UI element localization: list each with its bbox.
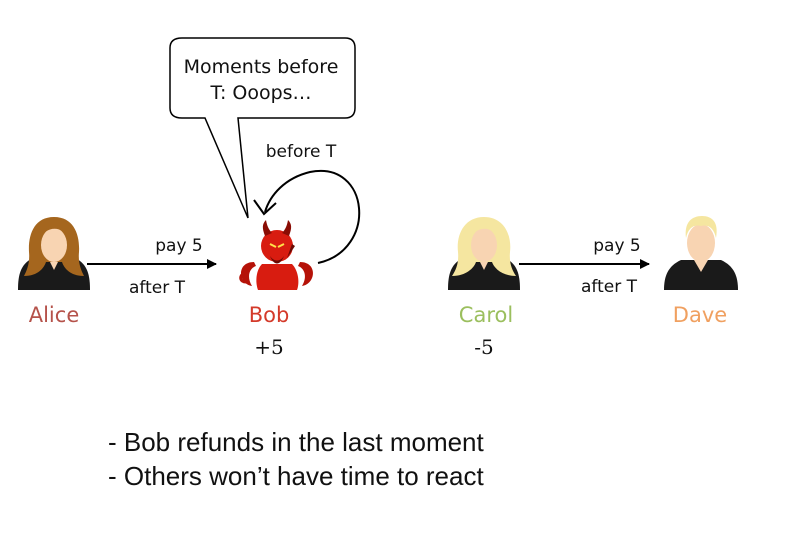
person-dave: Dave [664,216,738,327]
callout-line-2: T: Ooops… [209,82,311,104]
person-carol: Carol -5 [448,217,520,359]
edge-label-top: pay 5 [155,236,203,256]
speech-bubble: Moments before T: Ooops… [169,37,356,219]
woman-brown-hair-icon [18,217,90,290]
edge-label-bottom: after T [581,277,638,297]
balance-value: -5 [474,335,493,359]
man-blonde-hair-icon [664,216,738,290]
woman-blonde-hair-icon [448,217,520,290]
edge-carol-dave: pay 5 after T [519,236,650,297]
balance-value: +5 [254,335,283,359]
person-name: Carol [459,303,513,327]
callout-line-1: Moments before [184,56,339,78]
red-devil-icon [239,220,313,290]
edge-alice-bob: pay 5 after T [87,236,217,298]
edge-label-top: pay 5 [593,236,641,256]
edge-label-bottom: after T [129,278,186,298]
bullet-item: - Others won’t have time to react [108,461,484,491]
loop-label: before T [266,142,337,162]
bullet-item: - Bob refunds in the last moment [108,427,484,457]
person-name: Dave [673,303,727,327]
person-alice: Alice [18,217,90,327]
bullet-list: - Bob refunds in the last moment - Other… [108,425,484,493]
person-name: Alice [29,303,80,327]
person-name: Bob [249,303,290,327]
person-bob: Bob +5 [239,220,313,359]
self-loop-edge: before T [253,142,361,264]
